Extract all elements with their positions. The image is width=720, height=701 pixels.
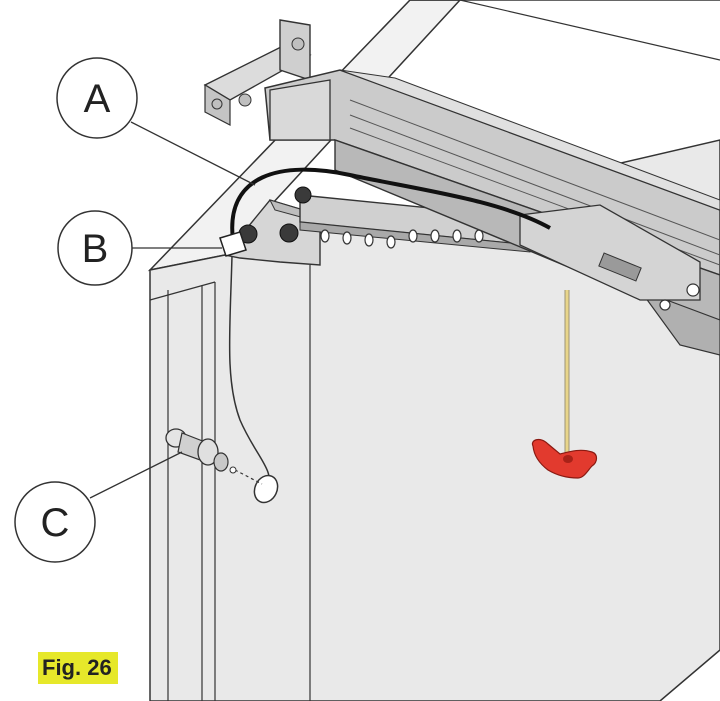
- callout-a: A: [56, 57, 256, 186]
- callout-c: C: [14, 451, 183, 563]
- arm-holes: [320, 229, 484, 249]
- cable-clamp: [219, 231, 247, 257]
- key-lock: [165, 428, 237, 474]
- release-cable: [230, 167, 551, 241]
- callout-a-letter: A: [84, 77, 111, 121]
- trolley: [519, 204, 701, 301]
- figure-label: Fig. 26: [38, 652, 118, 684]
- callout-c-letter: C: [41, 501, 70, 545]
- bracket-bolts: [238, 186, 312, 244]
- cable-ring: [253, 474, 279, 504]
- lock-cable: [228, 255, 271, 489]
- callout-b: B: [57, 210, 222, 286]
- callout-b-letter: B: [82, 227, 109, 271]
